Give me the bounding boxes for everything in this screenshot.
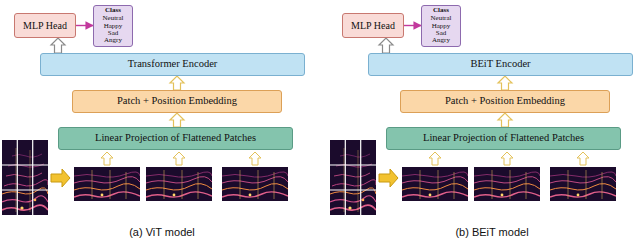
box-label: MLP Head [23, 20, 67, 32]
box-label: MLP Head [351, 20, 395, 32]
patch-arrow [577, 152, 589, 165]
patch-image [474, 167, 540, 201]
box-label: Linear Projection of Flattened Patches [423, 132, 584, 144]
patch-image [222, 167, 288, 201]
flow-arrow [498, 76, 512, 90]
encoder-box: BEiT Encoder [368, 53, 633, 76]
flow-arrow [170, 113, 184, 127]
class-heading: Class [105, 7, 121, 15]
mlp-head-box: MLP Head [342, 13, 404, 38]
flow-arrow [498, 113, 512, 127]
patch-arrow [101, 152, 113, 165]
spectrogram [330, 140, 376, 215]
embedding-box: Patch + Position Embedding [400, 90, 610, 113]
patch-arrow [249, 152, 261, 165]
panel-caption: (a) ViT model [129, 226, 195, 238]
box-label: Linear Projection of Flattened Patches [95, 132, 256, 144]
patch-arrow [501, 152, 513, 165]
box-label: Transformer Encoder [128, 58, 218, 70]
patch-grid [2, 140, 48, 215]
patch-arrow [429, 152, 441, 165]
flow-arrow [51, 38, 65, 53]
panel-caption: (b) BEiT model [455, 226, 528, 238]
class-box: ClassNeutral Happy Sad Angry [421, 5, 461, 47]
patch-grid [330, 140, 376, 215]
class-list: Neutral Happy Sad Angry [425, 15, 457, 44]
class-box: ClassNeutral Happy Sad Angry [93, 5, 133, 47]
class-heading: Class [433, 7, 449, 15]
encoder-box: Transformer Encoder [40, 53, 305, 76]
split-arrow [379, 169, 398, 187]
patch-image [402, 167, 468, 201]
embedding-box: Patch + Position Embedding [72, 90, 282, 113]
patch-image [146, 167, 212, 201]
flow-arrow [404, 25, 421, 26]
spectrogram [2, 140, 48, 215]
patch-image [550, 167, 616, 201]
projection-box: Linear Projection of Flattened Patches [386, 127, 621, 150]
box-label: BEiT Encoder [470, 58, 530, 70]
split-arrow [51, 169, 70, 187]
patch-arrow [173, 152, 185, 165]
projection-box: Linear Projection of Flattened Patches [58, 127, 293, 150]
box-label: Patch + Position Embedding [117, 95, 237, 107]
mlp-head-box: MLP Head [14, 13, 76, 38]
flow-arrow [379, 38, 393, 53]
flow-arrow [170, 76, 184, 90]
patch-image [74, 167, 140, 201]
box-label: Patch + Position Embedding [445, 95, 565, 107]
class-list: Neutral Happy Sad Angry [97, 15, 129, 44]
flow-arrow [76, 25, 93, 26]
